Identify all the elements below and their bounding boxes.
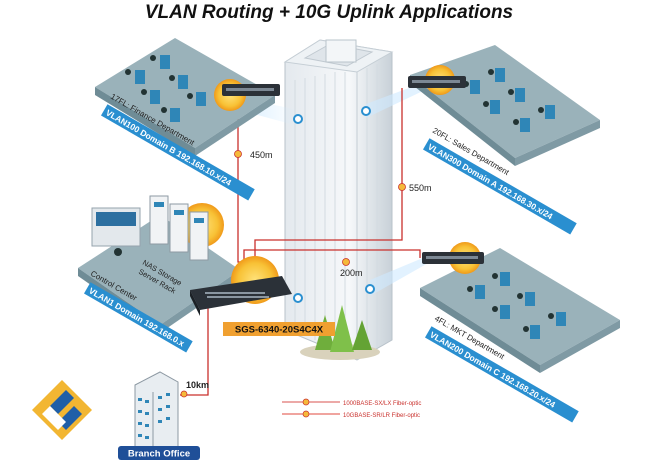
legend-item-1: 1000BASE-SX/LX Fiber-optic bbox=[343, 401, 421, 407]
distance-center: 200m bbox=[340, 268, 363, 278]
tower-hotspots bbox=[293, 106, 375, 303]
distance-finance: 450m bbox=[250, 150, 273, 160]
control-platform bbox=[78, 195, 240, 333]
beam-sales bbox=[366, 82, 425, 118]
distance-branch: 10km bbox=[186, 380, 209, 390]
beam-mkt bbox=[370, 255, 430, 296]
finance-platform bbox=[95, 38, 280, 156]
brand-logo bbox=[32, 380, 92, 440]
distance-sales: 550m bbox=[409, 183, 432, 193]
legend: 1000BASE-SX/LX Fiber-optic 10GBASE-SR/LR… bbox=[282, 398, 421, 419]
core-switch-label-bg bbox=[223, 322, 335, 336]
branch-office-label: Branch Office bbox=[128, 449, 190, 460]
core-switch-label: SGS-6340-20S4C4X bbox=[235, 325, 324, 336]
mkt-platform bbox=[420, 242, 620, 373]
diagram-title: VLAN Routing + 10G Uplink Applications bbox=[144, 2, 514, 23]
sales-platform bbox=[408, 45, 600, 166]
tower-building bbox=[283, 39, 394, 361]
core-switch-graphic bbox=[190, 256, 292, 316]
branch-building bbox=[134, 371, 179, 459]
branch-label-bg bbox=[118, 446, 200, 460]
legend-item-2: 10GBASE-SR/LR Fiber-optic bbox=[343, 413, 420, 419]
